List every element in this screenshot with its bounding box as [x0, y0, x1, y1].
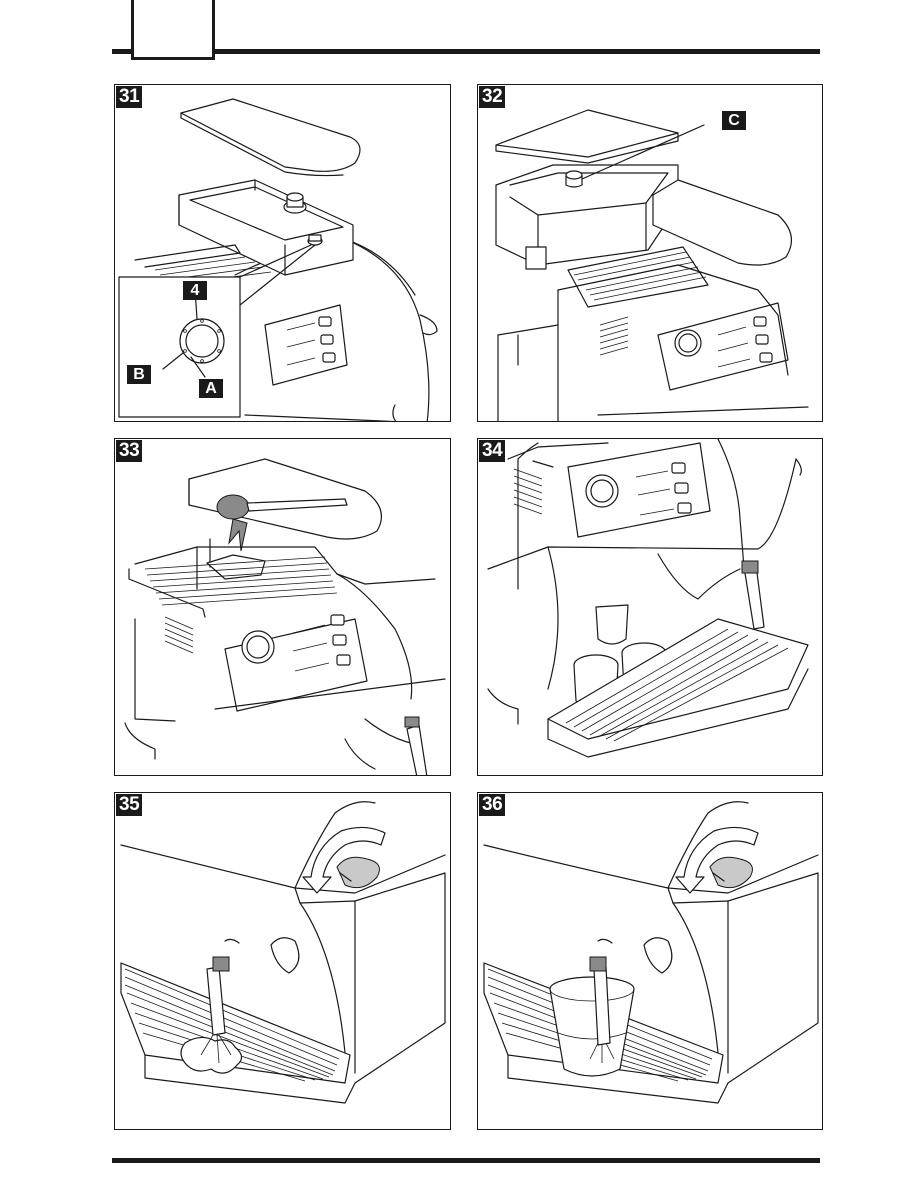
callout-B: B — [127, 365, 151, 384]
callout-A: A — [199, 379, 223, 398]
step-34-panel: 34 — [477, 438, 823, 776]
step-33-illustration — [115, 439, 451, 776]
step-33-number: 33 — [116, 440, 142, 462]
step-33-panel: 33 — [114, 438, 451, 776]
step-35-illustration — [115, 793, 451, 1130]
callout-C: C — [722, 111, 746, 130]
step-35-number: 35 — [116, 794, 142, 816]
header-rule — [112, 49, 820, 54]
page-number-tab — [131, 0, 215, 60]
step-36-panel: 36 — [477, 792, 823, 1130]
step-34-illustration — [478, 439, 823, 776]
step-36-illustration — [478, 793, 823, 1130]
callout-4: 4 — [183, 281, 207, 300]
step-31-panel: 31 — [114, 84, 451, 422]
step-35-panel: 35 — [114, 792, 451, 1130]
step-32-number: 32 — [479, 86, 505, 108]
step-32-illustration — [478, 85, 823, 422]
step-31-number: 31 — [116, 86, 142, 108]
step-32-panel: 32 C — [477, 84, 823, 422]
step-34-number: 34 — [479, 440, 505, 462]
step-36-number: 36 — [479, 794, 505, 816]
footer-rule — [112, 1158, 820, 1163]
step-31-illustration — [115, 85, 451, 422]
